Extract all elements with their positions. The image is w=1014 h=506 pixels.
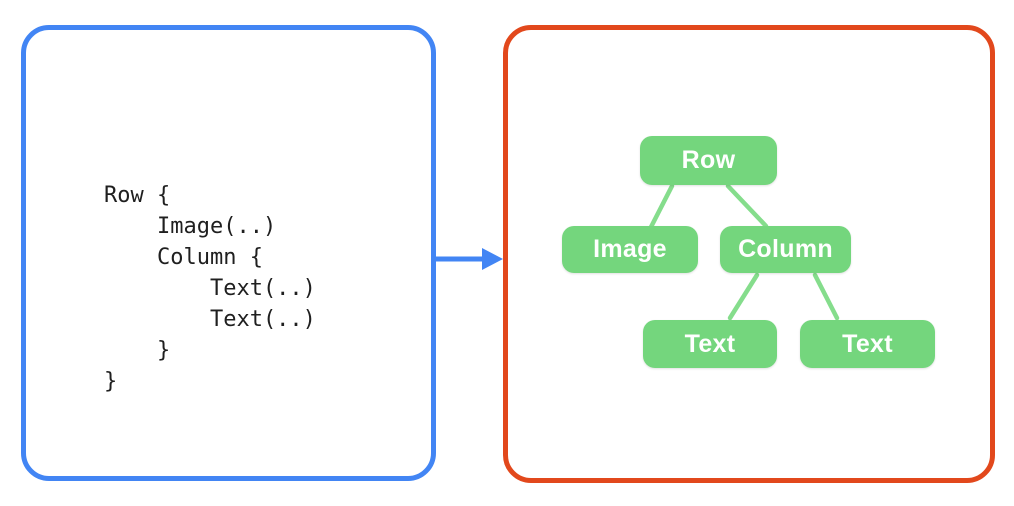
tree-node-image-label: Image bbox=[593, 235, 667, 263]
edge-row-image bbox=[648, 183, 675, 230]
tree-node-column: Column bbox=[720, 226, 851, 273]
tree-edges bbox=[648, 183, 840, 321]
tree-node-column-label: Column bbox=[738, 235, 833, 263]
tree-node-image: Image bbox=[562, 226, 698, 273]
tree-node-text-right: Text bbox=[800, 320, 935, 368]
compose-code-snippet: Row { Image(..) Column { Text(..) Text(.… bbox=[104, 183, 316, 394]
edge-column-text1 bbox=[727, 272, 760, 321]
tree-node-row-label: Row bbox=[681, 146, 736, 174]
edge-column-text2 bbox=[812, 272, 840, 321]
edge-row-column bbox=[725, 183, 769, 229]
tree-node-text-left: Text bbox=[643, 320, 777, 368]
tree-node-text-left-label: Text bbox=[684, 329, 736, 358]
tree-node-row: Row bbox=[640, 136, 777, 185]
arrow-head bbox=[482, 248, 503, 270]
arrow-right-icon bbox=[436, 248, 503, 270]
tree-node-text-right-label: Text bbox=[842, 329, 893, 358]
ui-tree-panel: Row Image Column Text Text bbox=[503, 25, 995, 483]
code-panel: Row { Image(..) Column { Text(..) Text(.… bbox=[21, 25, 436, 481]
